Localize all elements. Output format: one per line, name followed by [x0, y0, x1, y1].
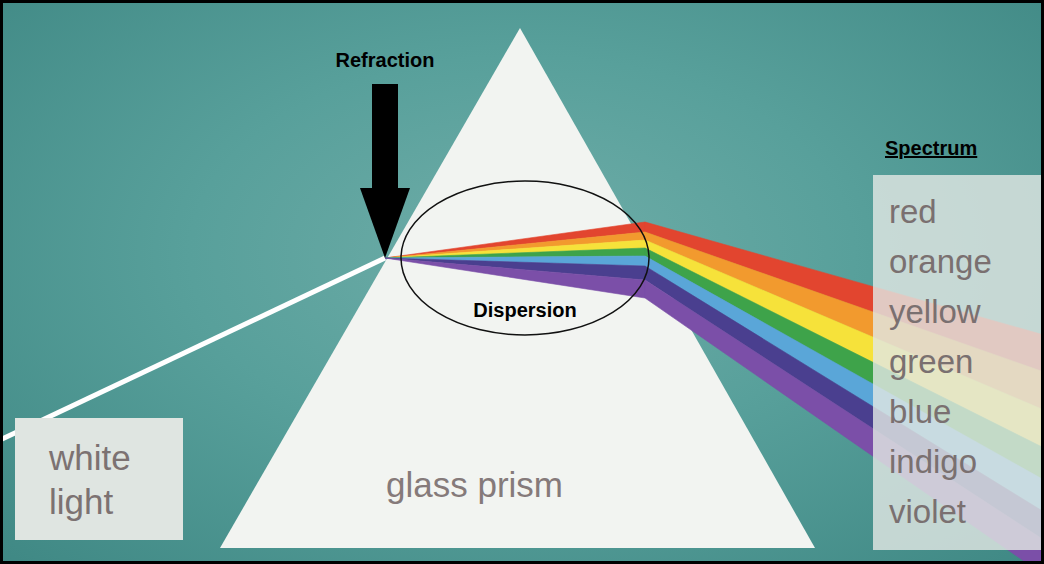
spectrum-color-name: red [889, 187, 1040, 237]
dispersion-ellipse: Dispersion [400, 180, 650, 336]
spectrum-list-panel: redorangeyellowgreenblueindigoviolet [873, 175, 1044, 550]
dispersion-label: Dispersion [473, 298, 576, 322]
ellipse-line [401, 181, 649, 335]
white-light-ray [0, 258, 385, 440]
arrow-shaft [372, 84, 398, 192]
refraction-arrow [360, 84, 410, 258]
prism-label: glass prism [386, 464, 563, 506]
spectrum-color-name: green [889, 337, 1040, 387]
spectrum-color-name: indigo [889, 437, 1040, 487]
caption-text: white light [49, 436, 171, 524]
spectrum-color-name: orange [889, 237, 1040, 287]
refraction-label: Refraction [336, 47, 435, 73]
spectrum-heading: Spectrum [873, 136, 1044, 160]
prism-triangle [220, 28, 815, 548]
spectrum-color-name: yellow [889, 287, 1040, 337]
glass-prism: glass prism Dispersion [220, 28, 815, 548]
spectrum-color-name: violet [889, 487, 1040, 537]
inner-ray-band [385, 240, 645, 258]
spectrum-fan [385, 222, 1044, 564]
inner-ray-band [385, 232, 645, 258]
spectrum-color-name: blue [889, 387, 1040, 437]
inner-ray-band [385, 222, 645, 258]
spectrum-panel: Spectrum redorangeyellowgreenblueindigovi… [873, 136, 1044, 554]
inner-ray-band [385, 258, 645, 298]
caption-box: white light [15, 418, 183, 540]
